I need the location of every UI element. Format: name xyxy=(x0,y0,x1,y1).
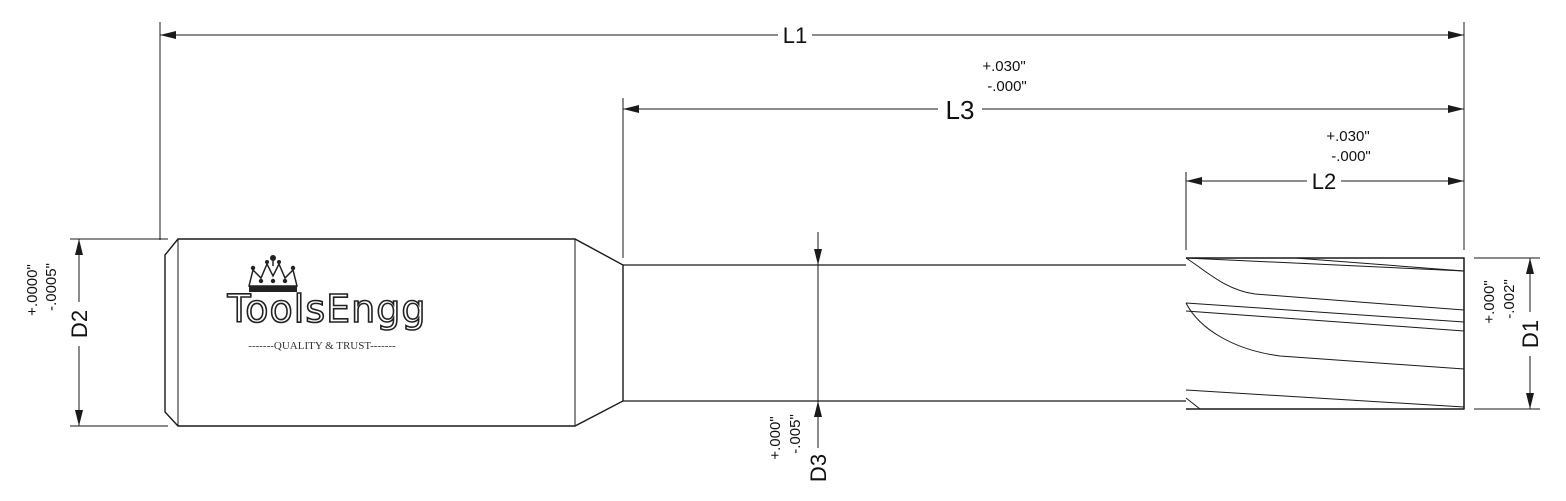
L3-tol-plus: +.030" xyxy=(982,58,1025,75)
flute-5-line xyxy=(1185,389,1465,408)
flute-4-line xyxy=(1185,310,1465,332)
D1-tol-minus: -.002" xyxy=(1501,279,1518,319)
L2-label: L2 xyxy=(1312,169,1336,194)
L2-tol-plus: +.030" xyxy=(1326,128,1369,145)
flute-1-line xyxy=(1185,257,1465,272)
logo-tagline: -------QUALITY & TRUST------- xyxy=(248,340,396,352)
dimension-L1: L1 xyxy=(160,23,1464,48)
logo-name: ToolsEngg xyxy=(227,287,427,331)
L3-tol-minus: -.000" xyxy=(987,78,1027,95)
dimension-D2: D2 +.0000" -.0005" xyxy=(24,239,92,426)
dimension-D3: D3 +.000" -.005" xyxy=(767,232,831,482)
D2-tol-plus: +.0000" xyxy=(24,264,41,316)
flute-3-line xyxy=(1185,302,1465,323)
flute-3-curve xyxy=(1185,302,1465,370)
toolsengg-logo: ToolsEngg -------QUALITY & TRUST------- xyxy=(226,255,427,352)
dimension-L3: +.030" -.000" L3 xyxy=(623,58,1464,125)
D3-tol-minus: -.005" xyxy=(787,414,804,454)
flute-1 xyxy=(1185,257,1465,311)
D1-label: D1 xyxy=(1518,320,1543,348)
extension-lines xyxy=(70,22,1540,427)
D2-label: D2 xyxy=(67,310,92,338)
dimension-L2: +.030" -.000" L2 xyxy=(1186,128,1464,194)
L2-tol-minus: -.000" xyxy=(1331,148,1371,165)
flute-5-curve xyxy=(1185,397,1390,410)
D2-tol-minus: -.0005" xyxy=(43,263,60,311)
crown-icon xyxy=(248,255,298,292)
flute-2-line xyxy=(1294,257,1465,272)
cutting-section xyxy=(1186,257,1465,410)
L3-label: L3 xyxy=(946,95,975,125)
D1-tol-plus: +.000" xyxy=(1481,280,1498,323)
L1-label: L1 xyxy=(783,23,807,48)
shank-body xyxy=(164,238,624,427)
dimension-D1: D1 +.000" -.002" xyxy=(1481,258,1543,409)
D3-label: D3 xyxy=(806,454,831,482)
tool-outline xyxy=(164,238,1465,427)
D3-tol-plus: +.000" xyxy=(767,416,784,459)
